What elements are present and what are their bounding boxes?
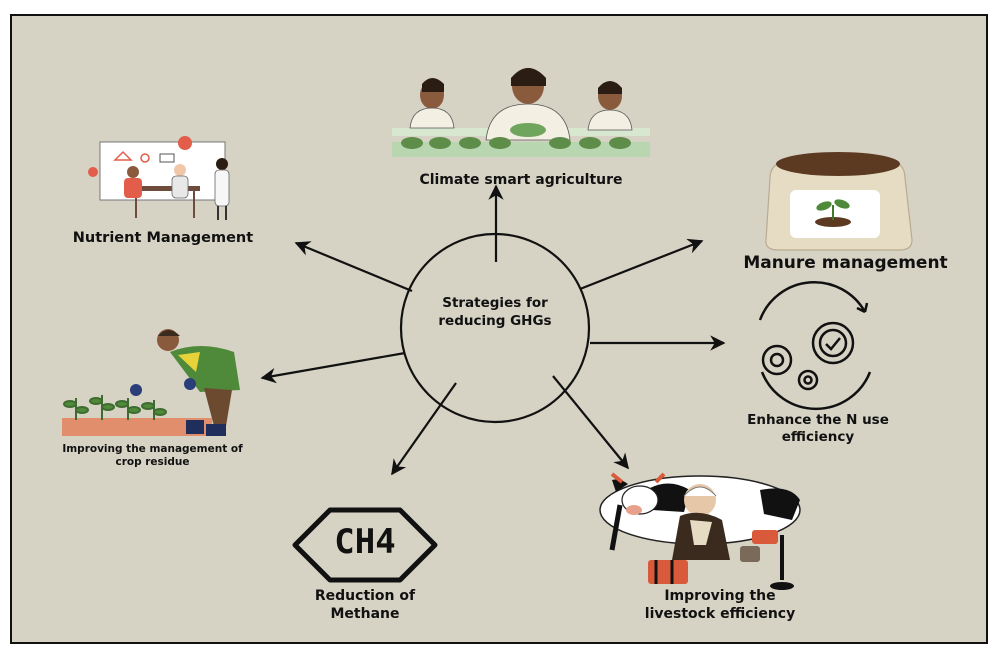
hexagon-icon [292, 507, 438, 583]
arrow-methane [391, 382, 457, 476]
label-nutrient-management: Nutrient Management [72, 230, 254, 246]
label-livestock-2: livestock efficiency [644, 605, 796, 622]
arrow-manure [579, 238, 704, 291]
label-n-use-1: Enhance the N use [747, 412, 889, 428]
label-crop-residue-1: Improving the management of [62, 443, 243, 455]
arrow-livestock [552, 375, 629, 470]
center-line-2: reducing GHGs [438, 313, 552, 330]
scientists-illustration [392, 68, 650, 157]
label-livestock: Improving the livestock efficiency [610, 588, 830, 623]
label-crop-residue: Improving the management of crop residue [30, 443, 275, 469]
label-methane-2: Methane [330, 605, 400, 622]
arrow-nutrient [294, 241, 413, 293]
center-line-1: Strategies for [442, 295, 548, 311]
gears-icon [758, 281, 872, 411]
label-crop-residue-2: crop residue [115, 456, 190, 469]
label-n-use: Enhance the N use efficiency [718, 412, 918, 446]
cow-farmer-illustration [599, 472, 801, 590]
gardener-illustration [62, 329, 240, 436]
arrow-crop [260, 351, 406, 384]
label-climate-smart: Climate smart agriculture [419, 172, 623, 188]
manure-sack-illustration [765, 152, 913, 251]
ch4-label: CH4 [334, 522, 396, 562]
label-n-use-2: efficiency [781, 428, 855, 445]
meeting-illustration [88, 136, 230, 220]
center-label: Strategies for reducing GHGs [410, 294, 580, 330]
label-livestock-1: Improving the [664, 588, 776, 604]
label-methane-1: Reduction of [314, 588, 416, 604]
label-manure-management: Manure management [743, 253, 948, 273]
label-methane: Reduction of Methane [290, 588, 440, 623]
arrows [260, 184, 726, 476]
